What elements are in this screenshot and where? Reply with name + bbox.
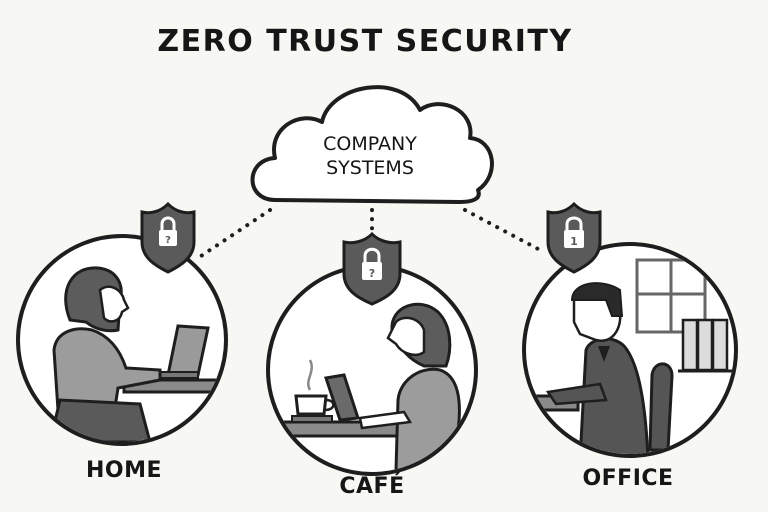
cloud-label: COMPANY SYSTEMS [270,132,470,180]
location-label-office: OFFICE [582,466,674,491]
cloud-label-line2: SYSTEMS [326,157,414,179]
shield-lock-icon-cafe: ? [342,231,402,306]
cloud-icon [250,85,494,204]
location-label-cafe: CAFÉ [339,474,405,499]
coffee-cup-icon [294,394,328,416]
face [386,316,426,356]
face [98,285,130,323]
shield-lock-icon-home: ? [140,201,196,274]
steam [307,359,313,391]
page-title: ZERO TRUST SECURITY [157,24,573,59]
cloud-label-line1: COMPANY [323,133,417,155]
binders [681,318,729,372]
svg-text:?: ? [165,235,171,246]
office-scene [522,242,738,458]
chair [648,362,674,452]
connector-lines [196,208,542,260]
connector-office [463,208,542,252]
svg-text:1: 1 [570,235,578,248]
hair [570,282,624,317]
location-label-home: HOME [85,458,163,483]
home-scene [16,234,228,446]
cafe-scene [266,264,478,476]
connector-home [196,208,272,260]
shield-lock-icon-office: 1 [546,201,602,274]
svg-text:?: ? [369,267,375,280]
suit [578,337,650,454]
laptop-icon [324,373,360,422]
